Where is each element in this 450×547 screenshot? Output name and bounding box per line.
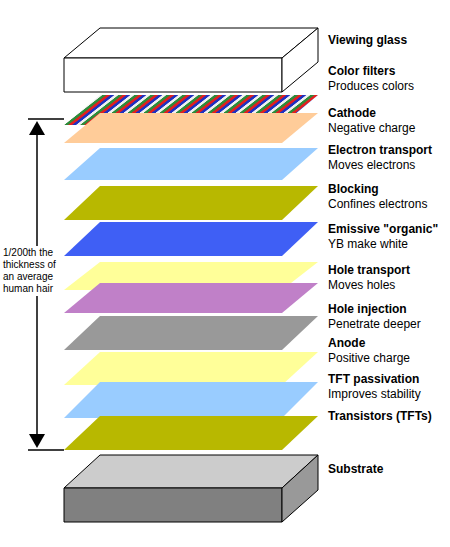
layer-name: Hole transport <box>328 263 410 277</box>
oled-layers <box>64 95 318 450</box>
layer-description: Moves holes <box>328 278 395 292</box>
layer-description: Confines electrons <box>328 197 427 211</box>
layer-description: Produces colors <box>328 79 414 93</box>
layer-name: Electron transport <box>328 143 432 157</box>
layer-name: Substrate <box>328 462 383 476</box>
viewing-glass <box>64 28 318 92</box>
substrate-block <box>64 455 318 522</box>
layer-name: Viewing glass <box>328 33 407 47</box>
layer-description: Positive charge <box>328 351 410 365</box>
layer-description: Moves electrons <box>328 158 415 172</box>
layer-name: Emissive "organic" <box>328 222 438 236</box>
layer-name: Hole injection <box>328 302 407 316</box>
layer-name: Blocking <box>328 182 379 196</box>
layer-name: Anode <box>328 336 365 350</box>
layer-name: Cathode <box>328 106 376 120</box>
layer-name: Transistors (TFTs) <box>328 409 432 423</box>
layer-description: Negative charge <box>328 121 415 135</box>
layer-name: Color filters <box>328 64 395 78</box>
layer-description: Penetrate deeper <box>328 317 421 331</box>
dimension-note: 1/200th the thickness of an average huma… <box>3 246 61 296</box>
layer-name: TFT passivation <box>328 372 419 386</box>
layer-description: Improves stability <box>328 387 421 401</box>
layer-description: YB make white <box>328 237 408 251</box>
